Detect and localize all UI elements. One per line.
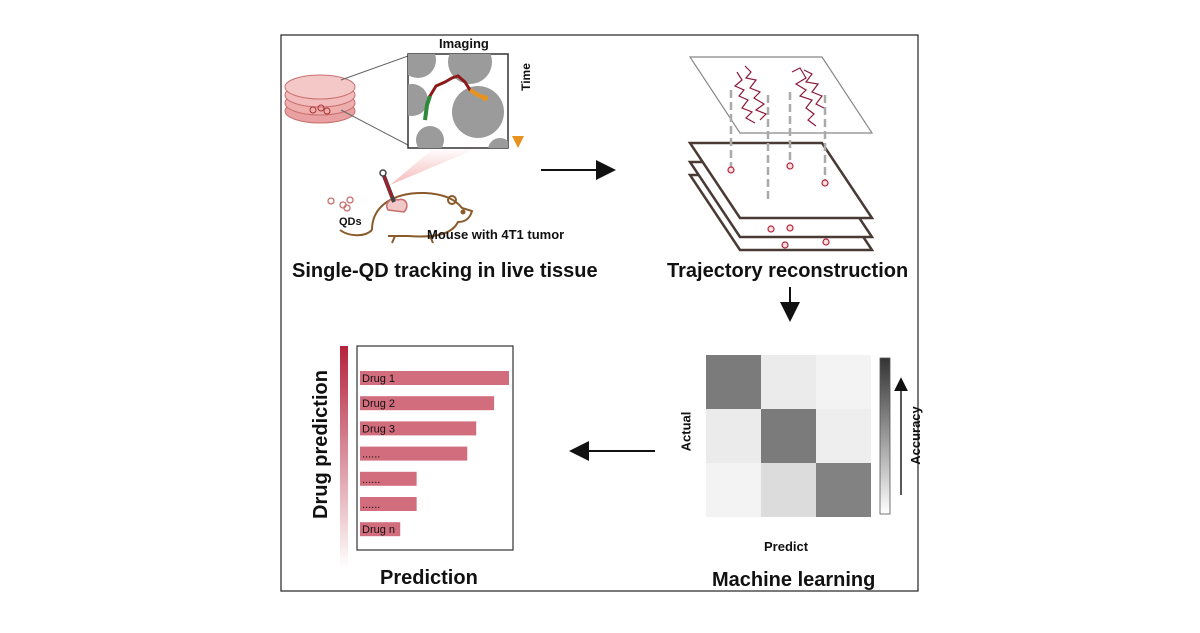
zoom-line-bottom bbox=[340, 109, 409, 146]
prediction-bar-label: Drug 2 bbox=[362, 398, 395, 410]
matrix-cell-r1-c3 bbox=[816, 355, 871, 409]
actual-label: Actual bbox=[678, 411, 694, 452]
imaging-panel bbox=[407, 53, 509, 149]
qds-cluster bbox=[327, 196, 354, 212]
matrix-cell-r3-c3 bbox=[816, 463, 871, 517]
qd-particles bbox=[727, 162, 830, 249]
prediction-bars: Drug 1 Drug 2 Drug 3.................. Drug… bbox=[360, 371, 509, 537]
prediction-frame bbox=[356, 345, 514, 551]
prediction-bar-label: Drug 1 bbox=[362, 373, 395, 385]
drug-prediction-axis-label: Drug prediction bbox=[309, 370, 332, 519]
projection-lines bbox=[729, 90, 827, 200]
trajectory-planes bbox=[687, 56, 875, 252]
zoom-line-top bbox=[340, 55, 409, 81]
prediction-bar-label: ...... bbox=[362, 449, 380, 461]
prediction-bar bbox=[360, 421, 477, 436]
machine-learning-title: Machine learning bbox=[712, 569, 876, 591]
time-arrow-head bbox=[512, 136, 524, 148]
matrix-cell-r2-c3 bbox=[816, 409, 871, 463]
tissue-stack bbox=[284, 74, 356, 124]
prediction-bar bbox=[360, 497, 417, 511]
prediction-bar-label: Drug n bbox=[362, 524, 395, 536]
trajectory-title: Trajectory reconstruction bbox=[667, 260, 909, 282]
mouse-caption: Mouse with 4T1 tumor bbox=[427, 227, 565, 242]
matrix-cell-r1-c2 bbox=[761, 355, 816, 409]
prediction-bar-label: ...... bbox=[362, 499, 380, 511]
qds-label: QDs bbox=[339, 216, 362, 228]
prediction-bar bbox=[360, 446, 468, 461]
tracking-title: Single-QD tracking in live tissue bbox=[292, 260, 598, 282]
confusion-matrix bbox=[706, 355, 871, 517]
predict-label: Predict bbox=[764, 539, 809, 554]
accuracy-label: Accuracy bbox=[907, 406, 923, 465]
tumor-shape bbox=[386, 198, 408, 213]
outer-frame bbox=[280, 34, 919, 592]
matrix-cell-r2-c2 bbox=[761, 409, 816, 463]
prediction-bar-label: Drug 3 bbox=[362, 423, 395, 435]
matrix-cell-r3-c2 bbox=[761, 463, 816, 517]
prediction-bar bbox=[360, 396, 495, 411]
prediction-gradient bbox=[340, 346, 348, 568]
top-trajectory-plane bbox=[688, 56, 874, 134]
prediction-title: Prediction bbox=[380, 567, 478, 589]
prediction-bar bbox=[360, 471, 417, 486]
accuracy-colorbar bbox=[879, 357, 891, 515]
trajectory-paths bbox=[733, 65, 825, 127]
matrix-cell-r2-c1 bbox=[706, 409, 761, 463]
prediction-bar bbox=[360, 522, 401, 537]
imaging-title: Imaging bbox=[439, 36, 489, 51]
mouse-illustration bbox=[339, 191, 474, 244]
time-label: Time bbox=[518, 63, 533, 91]
excitation-beam bbox=[390, 148, 478, 185]
prediction-bar bbox=[360, 371, 509, 385]
prediction-bar-label: ...... bbox=[362, 474, 380, 486]
matrix-cell-r1-c1 bbox=[706, 355, 761, 409]
matrix-cell-r3-c1 bbox=[706, 463, 761, 517]
